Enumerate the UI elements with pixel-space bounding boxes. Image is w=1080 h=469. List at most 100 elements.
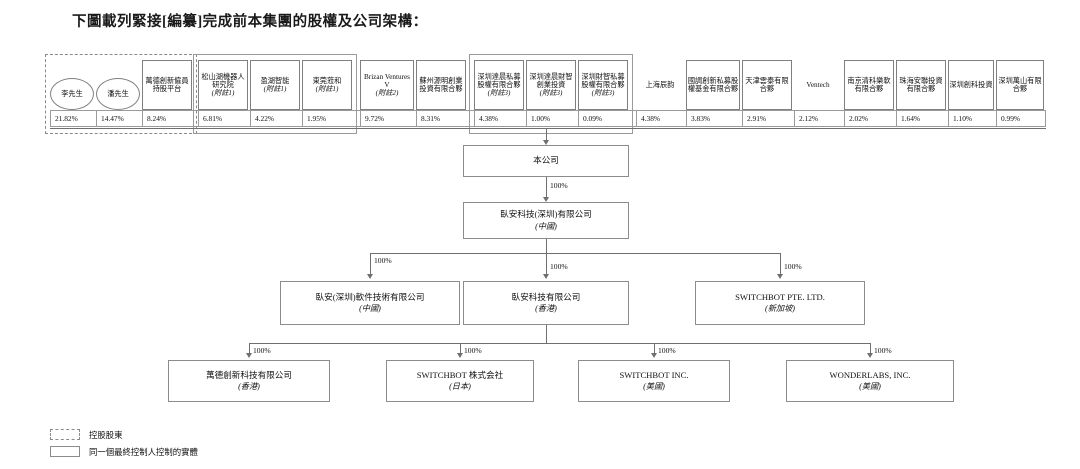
arrow-head [542, 274, 549, 279]
shareholder-note: (附註3) [591, 89, 615, 98]
node-subsidiary-tier3: SWITCHBOT PTE. LTD. (新加坡) [695, 281, 865, 325]
legend-key-dashed-icon [50, 429, 80, 440]
shareholder-box: 李先生 [50, 78, 94, 110]
shareholder-name: 深圳萬山有限合夥 [998, 76, 1042, 93]
connector-line [370, 253, 780, 254]
node-parent-company: 本公司 [463, 145, 629, 177]
legend-row: 控股股東 [50, 426, 198, 443]
arrow-head [866, 353, 873, 358]
node-name: 萬德創新科技有限公司 [206, 369, 292, 380]
edge-percent-label: 100% [253, 346, 271, 355]
shareholder-box: 南京清科樂軟有限合夥 [844, 60, 894, 110]
shareholder-box: 萬德創新僱員持股平台 [142, 60, 192, 110]
shareholder-note: (附註2) [375, 89, 399, 98]
shareholder-name: 深圳財智私募股權有限合夥 [581, 72, 625, 89]
page-title: 下圖載列緊接[編纂]完成前本集團的股權及公司架構： [72, 14, 428, 30]
connector-line [546, 325, 547, 343]
shareholder-name: 天津雲泰有限合夥 [745, 76, 789, 93]
connector-line [249, 343, 870, 344]
shareholder-box: 上海辰韵 [636, 60, 684, 110]
shareholder-percent: 9.72% [360, 110, 416, 127]
shareholder-box: 珠海安聯投資有限合夥 [896, 60, 946, 110]
edge-percent-label: 100% [550, 181, 568, 190]
shareholder-box: Brizan Ventures V(附註2) [360, 60, 414, 110]
shareholder-box: 深圳達晨私募股權有限合夥(附註3) [474, 60, 524, 110]
shareholder-box: Ventech [794, 60, 842, 110]
connector-line [50, 128, 1046, 129]
node-name: 臥安科技(深圳)有限公司 [500, 209, 592, 220]
connector-line [546, 128, 547, 142]
connector-line [546, 239, 547, 253]
shareholder-box: 國調創新私募股權基金有限合夥 [686, 60, 740, 110]
node-name: SWITCHBOT INC. [619, 369, 689, 380]
shareholder-box: 潘先生 [96, 78, 140, 110]
arrow-head [650, 353, 657, 358]
node-jurisdiction: (新加坡) [764, 304, 795, 314]
shareholder-percent: 4.22% [250, 110, 302, 127]
shareholder-note: (附註3) [539, 89, 563, 98]
node-subsidiary-tier3: 臥安科技有限公司(香港) [463, 281, 629, 325]
node-name: SWITCHBOT 株式会社 [416, 369, 504, 380]
arrow-head [542, 140, 549, 145]
shareholder-name: 潘先生 [107, 89, 129, 98]
node-jurisdiction: (美國) [859, 382, 881, 392]
shareholder-name: 珠海安聯投資有限合夥 [899, 76, 943, 93]
shareholder-name: Ventech [806, 80, 830, 89]
shareholder-name: 南京清科樂軟有限合夥 [847, 76, 891, 93]
node-jurisdiction: (中國) [535, 221, 557, 231]
node-jurisdiction: (中國) [359, 304, 381, 314]
legend-row: 同一個最終控制人控制的實體 [50, 443, 198, 460]
shareholder-percent: 1.00% [526, 110, 578, 127]
shareholder-note: (附註1) [263, 85, 287, 93]
shareholder-percent: 0.09% [578, 110, 636, 127]
connector-line [870, 343, 871, 354]
shareholder-box: 深圳財智私募股權有限合夥(附註3) [578, 60, 628, 110]
edge-percent-label: 100% [658, 346, 676, 355]
shareholder-note: (附註3) [487, 89, 511, 98]
shareholder-percent: 4.38% [636, 110, 686, 127]
shareholder-note: (附註1) [211, 89, 235, 98]
shareholder-name: 松山湖機器人研究院 [201, 72, 245, 89]
node-name: 臥安(深圳)軟件技術有限公司 [315, 291, 425, 302]
shareholder-name: 深圳達晨財智創業投資 [529, 72, 573, 89]
node-jurisdiction: (香港) [238, 382, 260, 392]
edge-percent-label: 100% [784, 262, 802, 271]
shareholder-name: 東莞蒞和 [312, 76, 342, 85]
connector-line [546, 177, 547, 199]
shareholder-percent: 1.64% [896, 110, 948, 127]
shareholder-percent: 2.02% [844, 110, 896, 127]
connector-line [249, 343, 250, 354]
connector-line [546, 253, 547, 275]
shareholder-box: 天津雲泰有限合夥 [742, 60, 792, 110]
node-subsidiary-tier4: WONDERLABS, INC. (美國) [786, 360, 954, 402]
shareholder-box: 東莞蒞和(附註1) [302, 60, 352, 110]
node-jurisdiction: (日本) [449, 382, 471, 392]
shareholder-name: 李先生 [61, 89, 83, 98]
edge-percent-label: 100% [464, 346, 482, 355]
shareholder-name: 深圳達晨私募股權有限合夥 [477, 72, 521, 89]
edge-percent-label: 100% [374, 256, 392, 265]
shareholder-box: 松山湖機器人研究院(附註1) [198, 60, 248, 110]
arrow-head [542, 197, 549, 202]
node-name: SWITCHBOT PTE. LTD. [735, 291, 825, 302]
connector-line [780, 253, 781, 275]
shareholder-percent: 2.12% [794, 110, 844, 127]
shareholder-name: 國調創新私募股權基金有限合夥 [687, 76, 739, 93]
node-name: 臥安科技有限公司 [511, 291, 581, 302]
shareholder-percent: 3.83% [686, 110, 742, 127]
shareholder-name: 上海辰韵 [645, 80, 675, 89]
shareholder-note: (附註1) [315, 85, 339, 93]
shareholder-percent: 8.24% [142, 110, 198, 127]
legend-label: 控股股東 [89, 430, 123, 440]
shareholder-percent: 14.47% [96, 110, 142, 127]
edge-percent-label: 100% [550, 262, 568, 271]
node-subsidiary-tier4: SWITCHBOT 株式会社 (日本) [386, 360, 534, 402]
shareholder-box: 蘇州源明創業投資有限合夥 [416, 60, 466, 110]
node-name: WONDERLABS, INC. [829, 369, 911, 380]
shareholder-box: 深圳創科投資 [948, 60, 994, 110]
legend-label: 同一個最終控制人控制的實體 [89, 447, 198, 457]
shareholder-box: 深圳萬山有限合夥 [996, 60, 1044, 110]
arrow-head [776, 274, 783, 279]
shareholder-name: 萬德創新僱員持股平台 [145, 76, 189, 93]
legend-key-solid-icon [50, 446, 80, 457]
